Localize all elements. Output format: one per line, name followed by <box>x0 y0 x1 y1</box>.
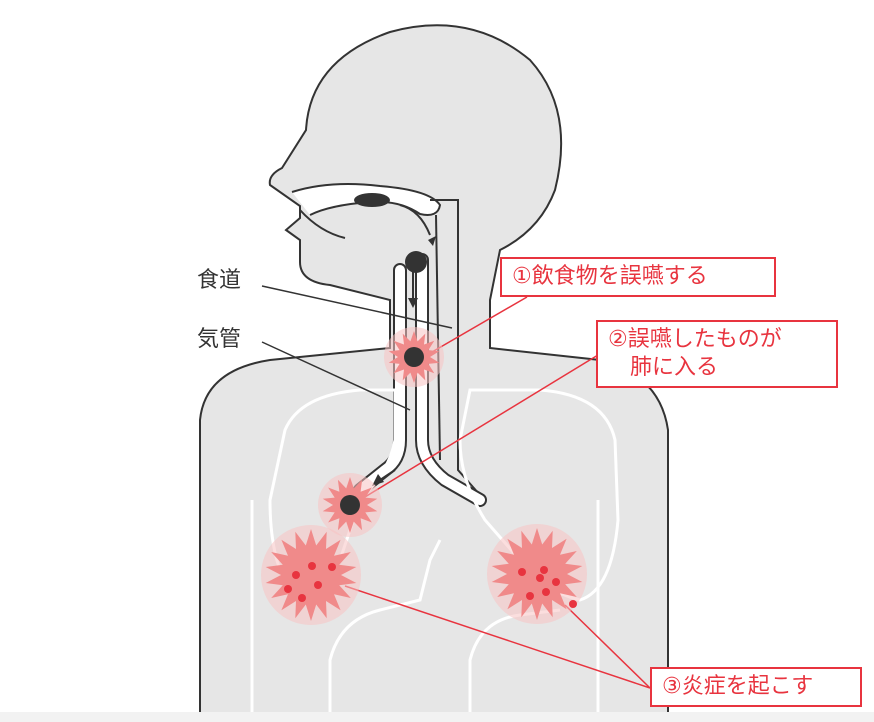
callout-step2-line1: ②誤嚥したものが <box>608 327 782 352</box>
callout-step3-text: ③炎症を起こす <box>662 674 814 699</box>
inflammation-bursts <box>261 327 587 625</box>
callout-step3: ③炎症を起こす <box>650 667 862 707</box>
callout-step1-text: ①飲食物を誤嚥する <box>512 264 708 289</box>
burst-trachea-particle <box>404 347 424 367</box>
burst-lung-left-dot-3 <box>314 581 322 589</box>
burst-lung-left <box>265 529 357 621</box>
label-trachea: 気管 <box>197 327 242 352</box>
bottom-strip <box>0 712 874 722</box>
callout-step2: ②誤嚥したものが 肺に入る <box>596 320 838 388</box>
burst-lung-left-dot-1 <box>308 562 316 570</box>
burst-lung-right-dot-5 <box>569 600 577 608</box>
leader-lines <box>261 285 651 689</box>
burst-lung-left-dot-4 <box>298 594 306 602</box>
burst-lung-right-dot-3 <box>542 588 550 596</box>
burst-lung-right-dot-6 <box>540 566 548 574</box>
callout-step1: ①飲食物を誤嚥する <box>500 257 776 297</box>
burst-lung-right <box>491 528 583 620</box>
burst-bronchus-particle <box>340 495 360 515</box>
burst-lung-right-dot-4 <box>526 592 534 600</box>
burst-lung-right-dot-2 <box>552 578 560 586</box>
callout-step2-line2: 肺に入る <box>630 355 719 380</box>
label-esophagus: 食道 <box>197 268 242 293</box>
burst-lung-left-dot-2 <box>328 563 336 571</box>
burst-lung-right-dot-1 <box>536 574 544 582</box>
burst-lung-right-dot-0 <box>518 568 526 576</box>
burst-lung-left-dot-0 <box>292 571 300 579</box>
burst-lung-left-dot-5 <box>284 585 292 593</box>
